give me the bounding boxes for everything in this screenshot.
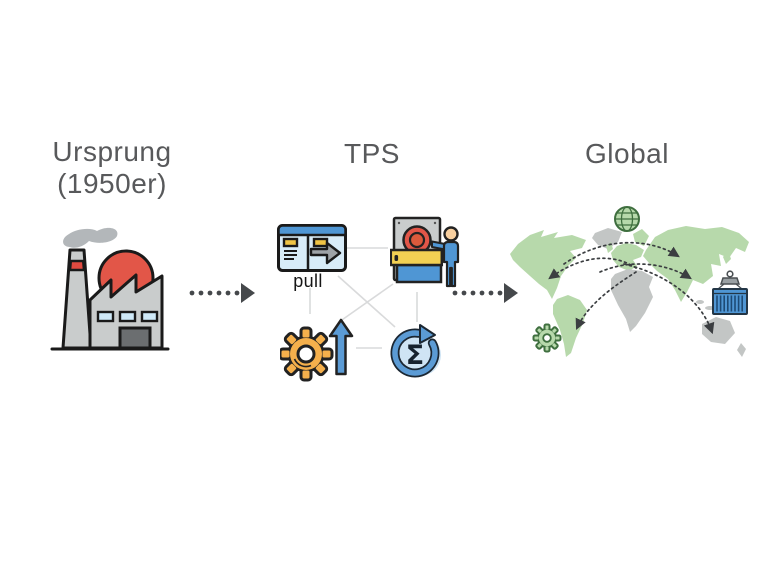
worker-body [442, 240, 460, 288]
stage-subtitle-ursprung: (1950er) [57, 168, 167, 199]
factory-icon [50, 227, 170, 351]
factory-door [118, 326, 152, 350]
south-america [553, 295, 587, 357]
crane-hook-ring [726, 270, 734, 278]
pull-arrow [309, 241, 342, 265]
green-gear-icon [532, 323, 562, 353]
up-arrow [328, 318, 354, 376]
worker-head [443, 226, 459, 242]
kaizen-gear-up-arrow-icon [280, 318, 354, 382]
pull-label: pull [293, 271, 323, 291]
new-zealand [737, 343, 746, 357]
tps-connector-lines [309, 247, 418, 349]
north-america [510, 230, 586, 299]
shipping-container-icon [712, 270, 748, 315]
factory-smoke [63, 227, 118, 248]
tps-icon-cluster: pull [272, 210, 477, 395]
indonesia-island [696, 300, 704, 304]
machine-lever-bar [390, 248, 444, 267]
crane-spreader [719, 277, 741, 285]
factory-window [140, 310, 159, 323]
dotted-arrow-right-1 [189, 283, 255, 303]
sigma-symbol: Σ [406, 340, 424, 371]
stage-ursprung: Ursprung (1950er) [12, 136, 212, 200]
factory-window [118, 310, 137, 323]
globe-icon [614, 206, 640, 232]
trade-route-arrows [548, 241, 715, 335]
machine-base [395, 263, 443, 284]
factory-chimney-stripe [68, 259, 86, 272]
japan [723, 250, 731, 264]
sigma-cycle-icon: Σ [390, 324, 441, 378]
scandinavia [633, 229, 649, 246]
kanban-pull-board-icon [277, 224, 347, 272]
dotted-arrow-right-2 [452, 283, 518, 303]
factory-window [96, 310, 115, 323]
andon-machine-worker-icon [390, 216, 460, 288]
africa [611, 269, 653, 332]
cycle-arrowhead [419, 324, 436, 344]
asia [643, 226, 749, 302]
gear [280, 326, 334, 382]
world-map-continents [510, 226, 749, 357]
stage-title-tps: TPS [344, 138, 400, 169]
stage-title-global: Global [585, 138, 669, 169]
stage-title-ursprung: Ursprung [52, 136, 172, 167]
global-map-graphic [510, 206, 749, 357]
kanban-card [312, 237, 329, 248]
kanban-card [282, 237, 299, 248]
europe [611, 243, 644, 271]
